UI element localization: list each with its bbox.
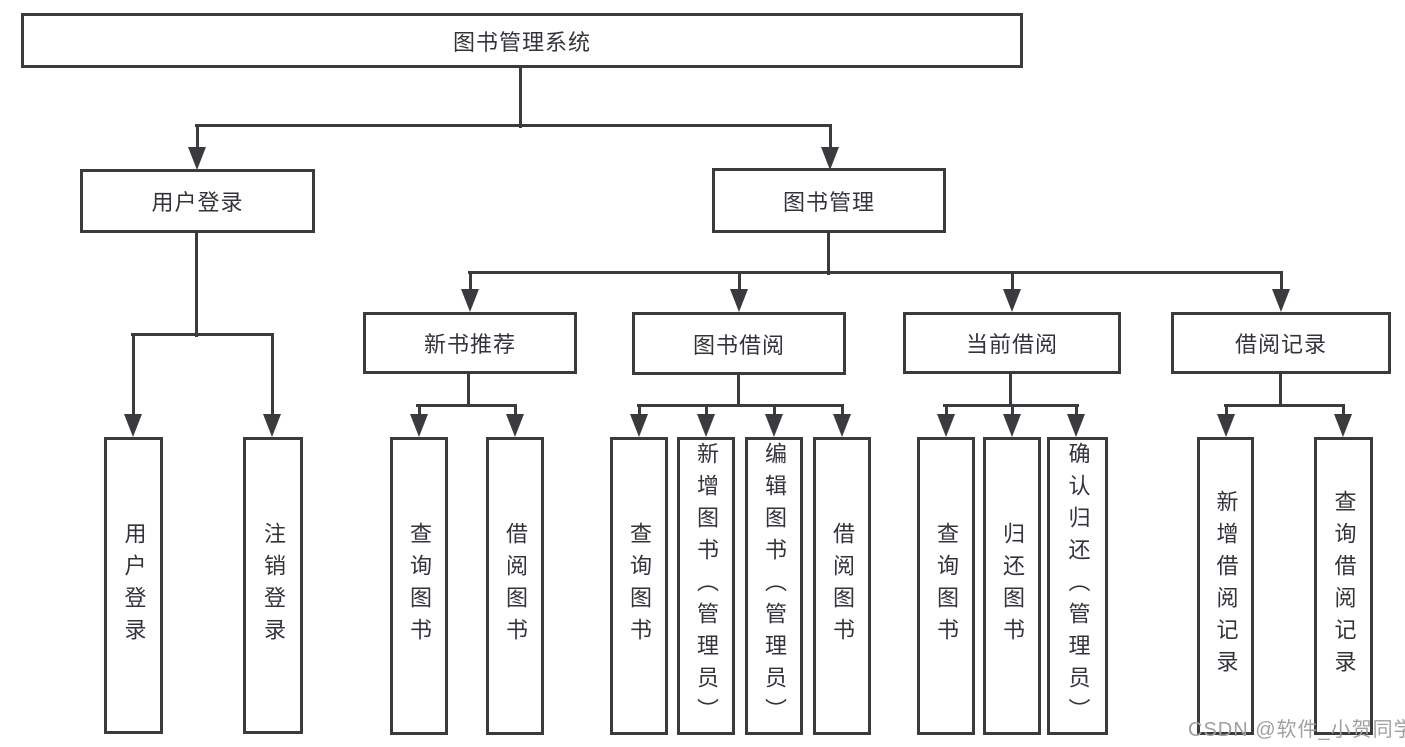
node-label: 新书推荐 xyxy=(423,332,516,357)
arrowhead-down-icon xyxy=(263,414,281,437)
connector-line-vertical xyxy=(196,125,199,152)
node-label: 借阅记录 xyxy=(1234,332,1327,357)
arrowhead-down-icon xyxy=(1067,414,1085,437)
node-label: 图书管理 xyxy=(782,189,875,215)
connector-line-horizontal xyxy=(131,333,274,336)
connector-line-horizontal xyxy=(1224,404,1345,407)
connector-line-vertical xyxy=(705,405,708,419)
node-label: 新增图书（管理员） xyxy=(694,442,719,730)
node-label: 编辑图书（管理员） xyxy=(762,442,787,730)
connector-line-vertical xyxy=(1011,272,1014,294)
node-label: 归还图书 xyxy=(1000,522,1025,650)
arrowhead-down-icon xyxy=(937,414,955,437)
connector-line-vertical xyxy=(945,405,948,419)
node-new-book-recommendation: 新书推荐 xyxy=(363,312,577,374)
node-library-management-system: 图书管理系统 xyxy=(21,13,1023,68)
node-label: 当前借阅 xyxy=(965,332,1058,357)
node-label: 新增借阅记录 xyxy=(1213,490,1239,682)
node-query-books-borrowing: 查询图书 xyxy=(610,437,668,735)
node-return-books: 归还图书 xyxy=(983,437,1041,735)
arrowhead-down-icon xyxy=(124,414,142,437)
arrowhead-down-icon xyxy=(1003,289,1021,312)
connector-line-vertical xyxy=(773,405,776,419)
node-label: 注销登录 xyxy=(261,521,286,650)
node-user-login-leaf: 用户登录 xyxy=(104,437,163,734)
node-label: 图书管理系统 xyxy=(452,29,591,55)
node-logout: 注销登录 xyxy=(243,437,303,734)
node-current-borrowing: 当前借阅 xyxy=(903,312,1121,374)
arrowhead-down-icon xyxy=(1272,289,1290,312)
connector-line-vertical xyxy=(1225,405,1228,419)
connector-line-vertical xyxy=(1279,374,1282,407)
node-query-books-recommend: 查询图书 xyxy=(390,437,448,735)
node-add-borrowing-record: 新增借阅记录 xyxy=(1197,437,1254,735)
arrowhead-down-icon xyxy=(630,414,648,437)
arrowhead-down-icon xyxy=(188,147,206,170)
node-label: 查询图书 xyxy=(627,522,652,650)
node-label: 查询借阅记录 xyxy=(1331,490,1357,682)
node-borrowing-records: 借阅记录 xyxy=(1171,312,1391,374)
arrowhead-down-icon xyxy=(765,414,783,437)
node-label: 借阅图书 xyxy=(830,522,855,650)
connector-line-vertical xyxy=(1011,405,1014,419)
node-book-borrowing: 图书借阅 xyxy=(632,312,846,375)
node-query-borrowing-record: 查询借阅记录 xyxy=(1314,437,1373,735)
connector-line-vertical xyxy=(469,272,472,294)
connector-line-vertical xyxy=(829,125,832,152)
connector-line-vertical xyxy=(132,334,135,419)
node-borrow-books-borrowing: 借阅图书 xyxy=(813,437,871,735)
node-book-management: 图书管理 xyxy=(712,168,946,233)
connector-line-vertical xyxy=(827,233,830,275)
connector-line-vertical xyxy=(1075,405,1078,419)
arrowhead-down-icon xyxy=(1334,414,1352,437)
arrowhead-down-icon xyxy=(730,289,748,312)
node-label: 用户登录 xyxy=(121,521,147,650)
connector-line-vertical xyxy=(418,405,421,419)
arrowhead-down-icon xyxy=(506,414,524,437)
node-edit-books-admin: 编辑图书（管理员） xyxy=(745,437,803,735)
arrowhead-down-icon xyxy=(1217,414,1235,437)
connector-line-vertical xyxy=(841,405,844,419)
watermark: CSDN @软件_小贺同学 xyxy=(1188,719,1405,741)
connector-line-horizontal xyxy=(195,124,832,127)
connector-line-vertical xyxy=(467,374,470,407)
node-label: 用户登录 xyxy=(151,190,244,215)
connector-line-vertical xyxy=(1342,405,1345,419)
connector-line-horizontal xyxy=(468,271,1283,274)
connector-line-vertical xyxy=(514,405,517,419)
arrowhead-down-icon xyxy=(1003,414,1021,437)
node-label: 查询图书 xyxy=(934,522,959,650)
node-add-books-admin: 新增图书（管理员） xyxy=(677,437,735,735)
node-label: 确认归还（管理员） xyxy=(1065,442,1091,730)
node-confirm-return-admin: 确认归还（管理员） xyxy=(1047,437,1108,735)
arrowhead-down-icon xyxy=(461,289,479,312)
connector-line-vertical xyxy=(638,405,641,419)
connector-line-vertical xyxy=(737,374,740,407)
connector-line-vertical xyxy=(738,272,741,294)
connector-line-vertical xyxy=(195,233,198,337)
node-user-login: 用户登录 xyxy=(80,169,315,233)
connector-line-vertical xyxy=(271,334,274,419)
arrowhead-down-icon xyxy=(410,414,428,437)
connector-line-vertical xyxy=(1009,374,1012,407)
connector-line-vertical xyxy=(519,68,522,128)
node-query-books-current: 查询图书 xyxy=(917,437,975,735)
connector-line-horizontal xyxy=(637,404,844,407)
node-label: 查询图书 xyxy=(407,522,432,650)
node-label: 图书借阅 xyxy=(692,332,785,358)
arrowhead-down-icon xyxy=(833,414,851,437)
arrowhead-down-icon xyxy=(697,414,715,437)
node-borrow-books-recommend: 借阅图书 xyxy=(486,437,544,735)
connector-line-horizontal xyxy=(416,404,517,407)
node-label: 借阅图书 xyxy=(503,522,528,650)
connector-line-vertical xyxy=(1280,272,1283,294)
arrowhead-down-icon xyxy=(821,147,839,170)
